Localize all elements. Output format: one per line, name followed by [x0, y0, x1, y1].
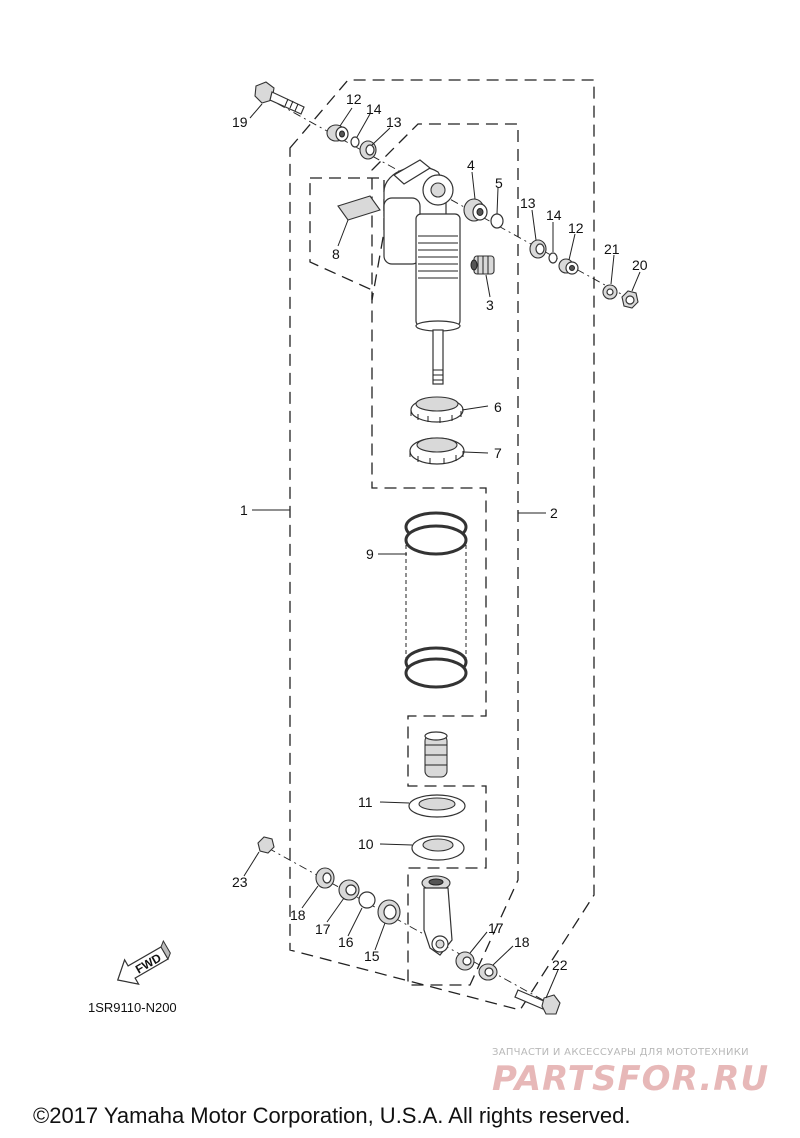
callout-14: 14: [366, 101, 382, 117]
bearing-15: [377, 899, 401, 925]
seal-17-right: [455, 951, 475, 971]
callout-9: 9: [366, 546, 374, 562]
callout-13: 13: [520, 195, 536, 211]
lower-clevis: [421, 875, 453, 956]
callout-15: 15: [364, 948, 380, 964]
bushing-12-right: [558, 258, 579, 275]
bolt-19: [254, 81, 305, 115]
callout-16: 16: [338, 934, 354, 950]
o-ring-14-left: [350, 136, 360, 148]
group-8-outline: [309, 177, 385, 301]
washer-18-left: [315, 867, 335, 889]
callout-2: 2: [550, 505, 558, 521]
group-1-outline: [289, 79, 595, 1011]
callout-20: 20: [632, 257, 648, 273]
callout-17: 17: [315, 921, 331, 937]
spring-guide-11: [408, 794, 466, 818]
callout-21: 21: [604, 241, 620, 257]
spring-9: [404, 511, 468, 689]
callout-14: 14: [546, 207, 562, 223]
adjuster-3: [470, 255, 495, 275]
washer-21: [602, 284, 618, 300]
callout-labels: 19 12 14 13 4 5 13 14 12 21 20 8 3 6 7 1…: [232, 91, 648, 973]
washer-18-right: [478, 963, 498, 981]
seal-13-right: [529, 239, 547, 259]
o-ring-14-right: [548, 252, 558, 264]
callout-4: 4: [467, 157, 475, 173]
lower-axis-line: [267, 847, 553, 1006]
callout-11: 11: [358, 794, 373, 810]
diagram-code: 1SR9110-N200: [88, 1000, 177, 1015]
bump-stop: [424, 731, 448, 778]
callout-12: 12: [346, 91, 362, 107]
callout-8: 8: [332, 246, 340, 262]
fwd-arrow-icon: FWD: [116, 939, 171, 985]
shock-absorber-body: [383, 159, 461, 385]
callout-10: 10: [358, 836, 374, 852]
seal-13-left: [359, 140, 377, 160]
callout-13: 13: [386, 114, 402, 130]
label-8: [337, 195, 381, 221]
callout-17: 17: [488, 920, 504, 936]
callout-18: 18: [514, 934, 530, 950]
leader-lines: [243, 103, 641, 999]
watermark-logo: PARTSFOR.RU: [492, 1059, 769, 1099]
watermark-caption: ЗАПЧАСТИ И АКСЕССУАРЫ ДЛЯ МОТОТЕХНИКИ: [492, 1047, 749, 1058]
copyright-text: ©2017 Yamaha Motor Corporation, U.S.A. A…: [33, 1103, 630, 1128]
callout-5: 5: [495, 175, 503, 191]
collar-16: [358, 891, 376, 909]
callout-18: 18: [290, 907, 306, 923]
callout-19: 19: [232, 114, 248, 130]
bushing-12-left: [326, 124, 349, 142]
lock-nut-7: [409, 437, 465, 465]
callout-6: 6: [494, 399, 502, 415]
group-2-outline: [371, 123, 519, 986]
bushing-4: [463, 198, 488, 222]
callout-1: 1: [240, 502, 248, 518]
nut-20: [621, 290, 639, 309]
nut-23: [257, 836, 275, 854]
callout-3: 3: [486, 297, 494, 313]
bolt-22: [514, 989, 561, 1015]
ring-5: [490, 213, 504, 229]
spring-seat-10: [411, 835, 465, 861]
adjusting-nut-6: [410, 396, 464, 423]
callout-23: 23: [232, 874, 248, 890]
seal-17-left: [338, 879, 360, 901]
callout-22: 22: [552, 957, 568, 973]
callout-12: 12: [568, 220, 584, 236]
callout-7: 7: [494, 445, 502, 461]
